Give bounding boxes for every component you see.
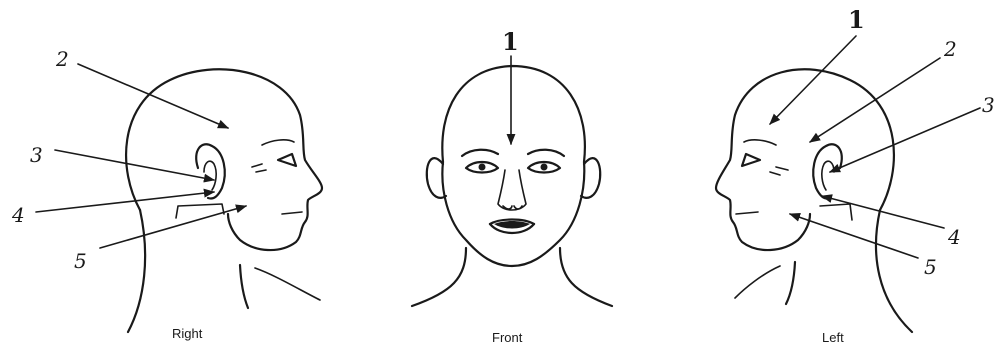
left-ear <box>813 144 842 198</box>
left-neck-front <box>786 262 795 304</box>
front-lip-fill <box>494 221 530 229</box>
left-arrow-4 <box>822 196 944 228</box>
front-view: 1 Front <box>412 27 612 345</box>
right-label-3: 3 <box>30 143 43 167</box>
front-neck-right <box>560 248 612 306</box>
left-label-4: 4 <box>947 225 961 249</box>
front-nostrils <box>503 206 522 209</box>
right-caption: Right <box>172 326 203 341</box>
left-jaw-mark <box>820 204 852 220</box>
right-label-5: 5 <box>74 249 87 273</box>
front-neck-left <box>412 248 466 306</box>
front-label-1: 1 <box>502 27 519 56</box>
front-eyebrow-right <box>528 150 564 156</box>
right-ear <box>196 144 225 198</box>
left-label-1: 1 <box>848 5 865 34</box>
right-mouth <box>282 212 302 214</box>
front-head-outline <box>442 66 585 266</box>
right-ear-inner <box>204 161 216 190</box>
right-neck-line <box>255 268 320 300</box>
left-label-3: 3 <box>982 93 995 117</box>
right-cheek-dash <box>252 164 266 172</box>
left-arrow-5 <box>790 214 918 258</box>
left-caption: Left <box>822 330 844 345</box>
left-neck-line <box>735 266 780 298</box>
front-pupil-right <box>541 164 548 171</box>
left-arrow-3 <box>830 108 980 172</box>
front-caption: Front <box>492 330 523 345</box>
left-label-5: 5 <box>924 255 937 279</box>
right-neck-front <box>240 265 248 308</box>
right-eyebrow <box>262 140 294 145</box>
right-eye <box>278 154 296 166</box>
left-eyebrow <box>744 140 776 145</box>
right-arrow-5 <box>100 206 246 248</box>
front-nose <box>498 170 526 210</box>
right-label-4: 4 <box>11 203 25 227</box>
left-ear-inner <box>822 161 834 190</box>
left-mouth <box>736 212 758 214</box>
left-eye <box>742 154 760 166</box>
left-label-2: 2 <box>943 37 957 61</box>
left-view: 1 2 3 4 5 Left <box>716 5 995 345</box>
left-cheek-dash <box>770 167 788 175</box>
right-view: 2 3 4 5 Right <box>11 47 322 341</box>
right-label-2: 2 <box>55 47 69 71</box>
right-arrow-4 <box>36 192 214 212</box>
front-pupil-left <box>479 164 486 171</box>
left-arrow-2 <box>810 58 940 142</box>
right-arrow-2 <box>78 64 228 128</box>
right-neck-back <box>128 210 145 332</box>
left-neck-back <box>876 210 912 332</box>
right-jaw-mark <box>176 204 224 218</box>
front-eyebrow-left <box>462 150 498 156</box>
left-arrow-1 <box>770 36 856 124</box>
left-head-outline <box>716 69 894 250</box>
right-arrow-3 <box>55 150 214 180</box>
